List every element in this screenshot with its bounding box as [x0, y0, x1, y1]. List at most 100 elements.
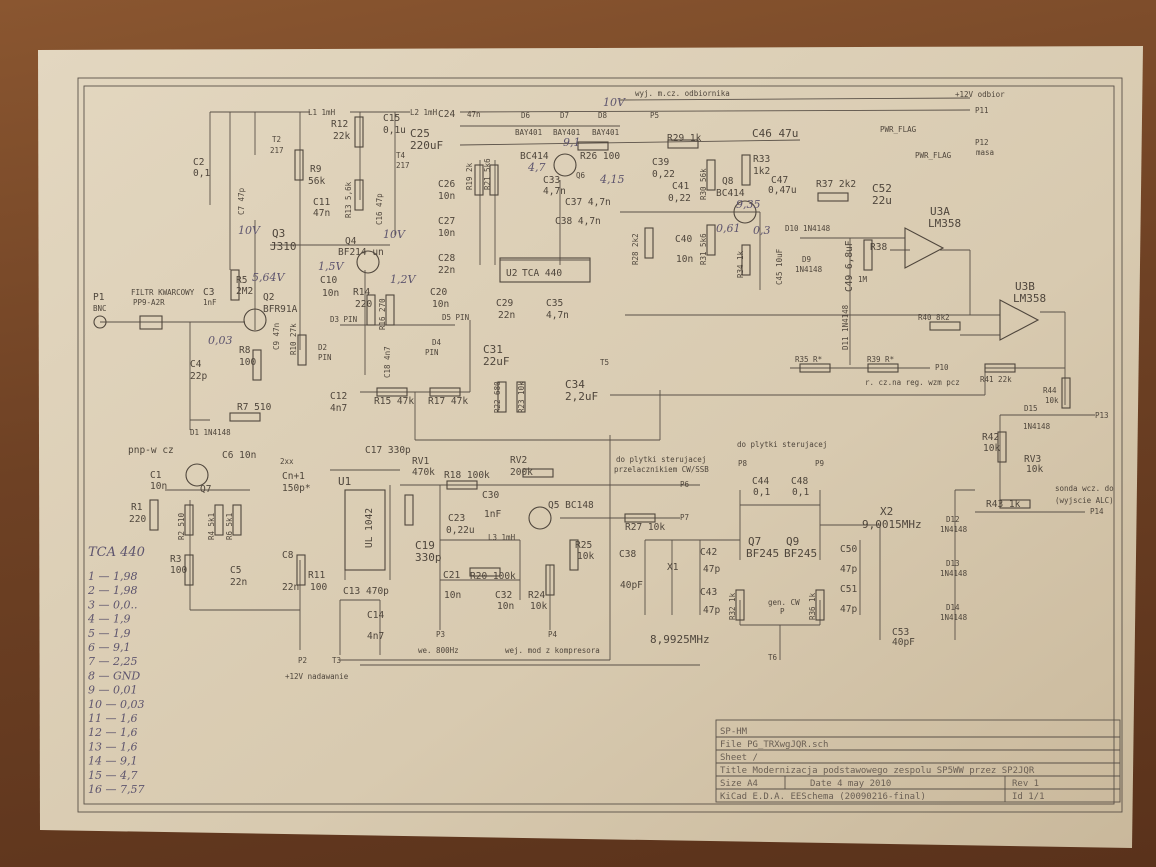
component-label-p12n: +12V nadawanie [285, 672, 349, 681]
component-label-p1t: BNC [93, 304, 107, 313]
component-label-c25v: 220uF [410, 139, 443, 152]
component-label-c15: C15 [383, 113, 400, 124]
tca440-pin-voltage: 13 — 1,6 [88, 740, 137, 753]
resistor-symbol [735, 589, 745, 621]
component-label-r18: R18 100k [444, 470, 490, 481]
wire [619, 97, 971, 101]
component-label-dop2: przelacznikiem CW/SSB [614, 465, 709, 474]
component-label-p1: P1 [93, 292, 105, 303]
resistor-symbol [644, 227, 654, 259]
component-label-c26v: 10n [438, 191, 455, 202]
component-label-c31: C31 [483, 343, 503, 356]
opamp-symbol [999, 299, 1040, 341]
component-label-l1: L1 1mH [308, 108, 336, 117]
resistor-symbol [469, 567, 501, 577]
component-label-c28v: 22n [438, 265, 455, 276]
component-label-d12: D12 [946, 515, 960, 524]
component-label-gen: gen. CW [768, 598, 800, 607]
tca440-pin-voltage: 11 — 1,6 [88, 712, 137, 725]
component-label-d9: D9 [802, 255, 811, 264]
resistor-symbol [474, 164, 484, 196]
component-label-u1: U1 [338, 475, 351, 488]
component-label-c24: C24 [438, 109, 455, 120]
component-label-x2: X2 [880, 505, 893, 518]
transistor-symbol [733, 200, 757, 224]
component-label-u1t: UL 1042 [364, 508, 375, 548]
component-label-c43v: 47p [703, 605, 720, 616]
component-label-d7t: BAY401 [553, 128, 580, 137]
tca440-pin-voltage: 7 — 2,25 [88, 655, 137, 668]
component-label-p14: P14 [1090, 507, 1104, 516]
ic-symbol [344, 489, 386, 571]
component-label-x1f: 8,9925MHz [650, 633, 710, 646]
component-label-p6: P6 [680, 480, 690, 489]
tca440-pin-voltage: 6 — 9,1 [88, 641, 131, 654]
component-label-r27: R27 10k [625, 522, 665, 533]
component-label-r4: R4 5k1 [207, 513, 216, 540]
component-label-rv2: RV2 [510, 455, 527, 466]
component-label-d4: D4 [432, 338, 442, 347]
component-label-t5: T5 [600, 358, 609, 367]
component-label-q3: Q3 [272, 227, 285, 240]
wire [459, 109, 971, 113]
component-label-x2v: 9,0015MHz [862, 518, 922, 531]
component-label-r24: R24 [528, 590, 545, 601]
component-label-c31v: 22uF [483, 355, 510, 368]
resistor-symbol [497, 381, 507, 413]
component-label-r22: R22 680 [493, 381, 502, 413]
component-label-u3bt: LM358 [1013, 292, 1046, 305]
component-label-c43: C43 [700, 587, 717, 598]
component-label-r15: R15 47k [374, 396, 414, 407]
component-label-c51: C51 [840, 584, 857, 595]
tca440-pin-voltage: 12 — 1,6 [88, 726, 137, 739]
component-label-c38b: C38 4,7n [555, 216, 601, 227]
component-label-r5v: 2M2 [236, 286, 253, 297]
component-label-q9t: BF245 [784, 547, 817, 560]
component-label-c10v: 10n [322, 288, 339, 299]
component-label-c21v: 10n [444, 590, 461, 601]
component-label-r40: R40 8k2 [918, 313, 950, 322]
component-label-c11: C11 [313, 197, 330, 208]
component-label-c5v: 22n [230, 577, 247, 588]
resistor-symbol [1061, 377, 1071, 409]
component-label-wyj: wyj. m.cz. odbiornika [635, 89, 730, 98]
title-block-sheet: Sheet / [720, 753, 758, 763]
component-label-c4: C4 [190, 359, 202, 370]
resistor-symbol [867, 363, 899, 373]
component-label-r19: R19 2k [465, 162, 474, 190]
component-label-c52: C52 [872, 182, 892, 195]
component-label-c5: C5 [230, 565, 241, 576]
title-block-tool: KiCad E.D.A. EESchema (20090216-final) [720, 792, 926, 802]
component-label-d2t: PIN [318, 353, 332, 362]
component-label-c41v: 0,22 [668, 193, 691, 204]
component-label-rv3: RV3 [1024, 454, 1041, 465]
resistor-symbol [214, 504, 224, 536]
component-label-r6: R6 5k1 [225, 513, 234, 540]
component-symbols [93, 116, 1071, 621]
component-label-c42: C42 [700, 547, 717, 558]
component-label-c48: C48 [791, 476, 808, 487]
component-label-u3b: U3B [1015, 280, 1035, 293]
resistor-symbol [489, 164, 499, 196]
title-block-file: File PG_TRXwgJQR.sch [720, 740, 828, 750]
resistor-symbol [232, 504, 242, 536]
bnc-connector-symbol [93, 315, 107, 329]
tca440-pin-voltage: 4 — 1,9 [87, 613, 131, 626]
component-label-t3: T3 [332, 656, 341, 665]
tca440-pin-voltage: 14 — 9,1 [88, 755, 137, 768]
component-label-r1v: 220 [129, 514, 146, 525]
resistor-symbol [999, 499, 1031, 509]
component-label-r8: R8 [239, 345, 251, 356]
component-label-r30: R30 56k [699, 168, 708, 200]
component-label-q6: BC414 [520, 151, 549, 162]
component-label-c2: C2 [193, 157, 204, 168]
component-label-r38v: 1M [858, 275, 868, 284]
resistor-symbol [706, 159, 716, 191]
component-label-c27: C27 [438, 216, 455, 227]
tca440-notes-title: TCA 440 [88, 545, 145, 560]
component-label-q7b: Q7 [748, 535, 761, 548]
component-label-c38: C38 [619, 549, 636, 560]
component-label-p3: P3 [436, 630, 445, 639]
component-label-c15v: 0,1u [383, 125, 406, 136]
component-label-r25v: 10k [577, 551, 594, 562]
